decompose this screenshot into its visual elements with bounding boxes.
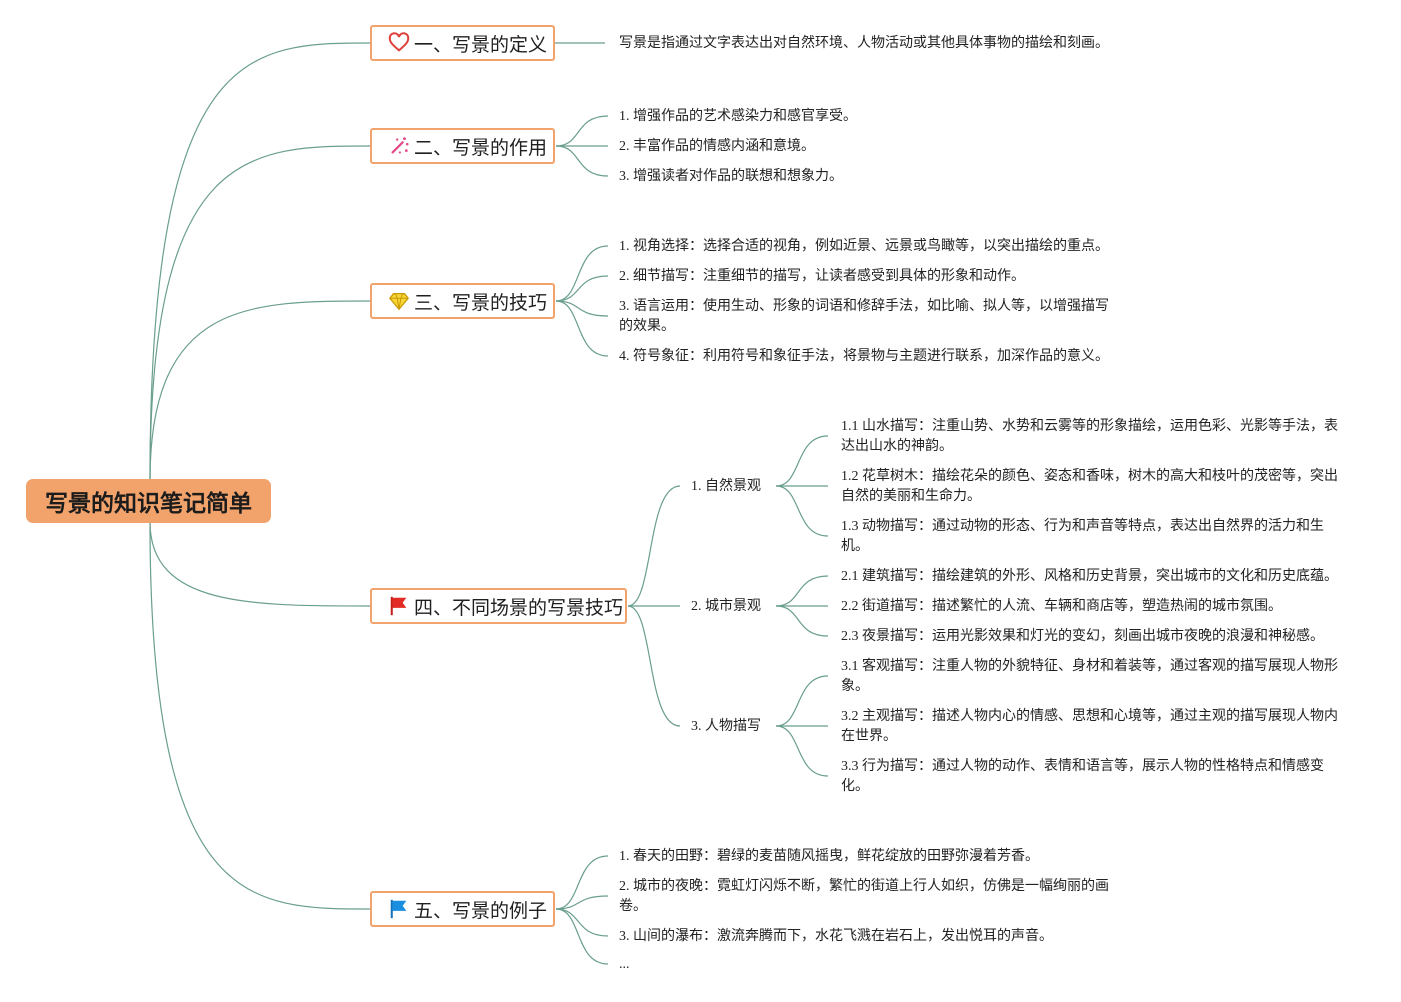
list-item: 3. 山间的瀑布：激流奔腾而下，水花飞溅在岩石上，发出悦耳的声音。 [619,929,1053,944]
definition-text: 写景是指通过文字表达出对自然环境、人物活动或其他具体事物的描绘和刻画。 [619,36,1109,51]
sub-topic-nature[interactable]: 1. 自然景观 [691,479,761,494]
diamond-icon [388,290,410,312]
red-flag-icon [388,595,410,617]
link-sub-2-leaf-3 [775,605,829,637]
link-root-branch-2 [149,145,371,481]
branch-definition[interactable]: 一、写景的定义 [370,25,555,61]
link-branch-5-leaf-4 [555,908,609,965]
list-item: 4. 符号象征：利用符号和象征手法，将景物与主题进行联系，加深作品的意义。 [619,349,1109,364]
link-root-branch-5 [149,521,371,910]
sparkle-icon [388,135,410,157]
list-item: 2. 城市的夜晚：霓虹灯闪烁不断，繁忙的街道上行人如织，仿佛是一幅绚丽的画卷。 [619,879,1109,914]
root-topic[interactable]: 写景的知识笔记简单 [26,479,271,523]
list-item: 2.3 夜景描写：运用光影效果和灯光的变幻，刻画出城市夜晚的浪漫和神秘感。 [841,629,1324,644]
list-item: 2. 丰富作品的情感内涵和意境。 [619,139,815,154]
link-branch-4-sub-1 [627,485,681,607]
link-branch-3-leaf-4 [555,300,609,357]
heart-icon [388,32,410,54]
link-branch-3-leaf-3 [555,300,609,317]
branch-technique[interactable]: 三、写景的技巧 [370,283,555,319]
list-item: 1. 增强作品的艺术感染力和感官享受。 [619,109,857,124]
branch-examples[interactable]: 五、写景的例子 [370,891,555,927]
link-sub-2-leaf-1 [775,575,829,607]
link-root-branch-4 [149,521,371,607]
list-item: 2. 细节描写：注重细节的描写，让读者感受到具体的形象和动作。 [619,269,1025,284]
link-sub-1-leaf-3 [775,485,829,537]
link-branch-5-leaf-2 [555,895,609,910]
link-branch-5-leaf-1 [555,855,609,910]
link-sub-3-leaf-1 [775,675,829,727]
link-branch-2-leaf-3 [555,145,609,177]
link-branch-4-sub-3 [627,605,681,727]
link-branch-3-leaf-2 [555,275,609,302]
link-sub-3-leaf-3 [775,725,829,777]
link-root-branch-1 [149,42,371,481]
link-branch-5-leaf-3 [555,908,609,937]
link-branch-2-leaf-1 [555,115,609,147]
list-item: 1. 视角选择：选择合适的视角，例如近景、远景或鸟瞰等，以突出描绘的重点。 [619,239,1109,254]
sub-topic-city[interactable]: 2. 城市景观 [691,599,761,614]
list-item: 2.2 街道描写：描述繁忙的人流、车辆和商店等，塑造热闹的城市氛围。 [841,599,1282,614]
list-item: 1. 春天的田野：碧绿的麦苗随风摇曳，鲜花绽放的田野弥漫着芳香。 [619,849,1039,864]
list-item: 1.3 动物描写：通过动物的形态、行为和声音等特点，表达出自然界的活力和生机。 [841,519,1324,554]
blue-flag-icon [388,898,410,920]
list-item: 3. 增强读者对作品的联想和想象力。 [619,169,843,184]
link-root-branch-3 [149,300,371,481]
branch-function[interactable]: 二、写景的作用 [370,128,555,164]
list-item: 2.1 建筑描写：描绘建筑的外形、风格和历史背景，突出城市的文化和历史底蕴。 [841,569,1338,584]
list-item: 3.2 主观描写：描述人物内心的情感、思想和心境等，通过主观的描写展现人物内在世… [841,709,1338,744]
sub-topic-people[interactable]: 3. 人物描写 [691,719,761,734]
list-item: 3. 语言运用：使用生动、形象的词语和修辞手法，如比喻、拟人等，以增强描写的效果… [619,299,1109,334]
branch-scenes[interactable]: 四、不同场景的写景技巧 [370,588,627,624]
link-sub-1-leaf-1 [775,435,829,487]
root-title: 写景的知识笔记简单 [45,491,252,517]
list-item: ... [619,957,630,972]
list-item: 1.2 花草树木：描绘花朵的颜色、姿态和香味，树木的高大和枝叶的茂密等，突出自然… [841,469,1338,504]
link-branch-3-leaf-1 [555,245,609,302]
list-item: 3.1 客观描写：注重人物的外貌特征、身材和着装等，通过客观的描写展现人物形象。 [841,659,1338,694]
list-item: 3.3 行为描写：通过人物的动作、表情和语言等，展示人物的性格特点和情感变化。 [841,759,1324,794]
list-item: 1.1 山水描写：注重山势、水势和云雾等的形象描绘，运用色彩、光影等手法，表达出… [841,419,1338,454]
